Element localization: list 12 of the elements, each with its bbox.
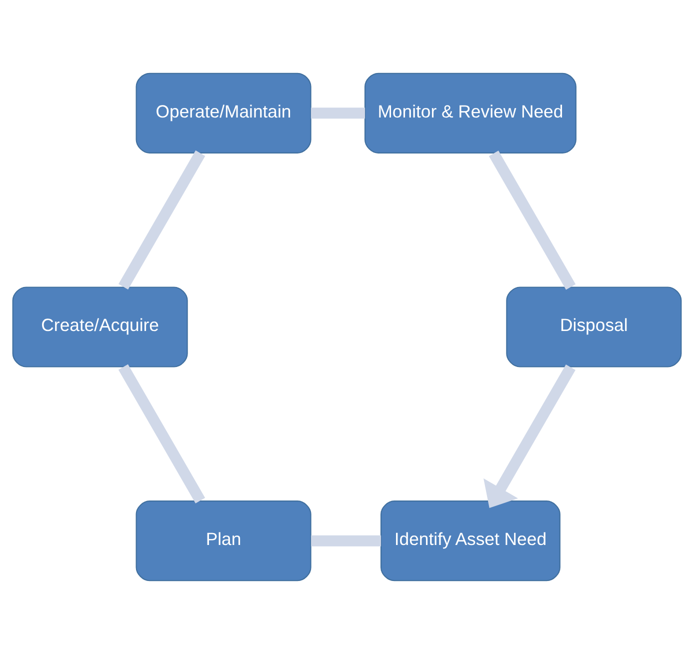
node-box: Disposal: [506, 286, 682, 367]
arrow: [484, 364, 576, 508]
node-box: Plan: [136, 500, 312, 581]
connector: [310, 107, 365, 118]
connector: [311, 534, 381, 546]
node-box: Monitor & Review Need: [364, 72, 576, 153]
connector: [118, 150, 206, 290]
connector: [118, 364, 206, 503]
node-box: Operate/Maintain: [136, 72, 312, 153]
connector: [488, 150, 576, 290]
node-box: Create/Acquire: [12, 286, 188, 367]
node-box: Identify Asset Need: [380, 500, 560, 581]
